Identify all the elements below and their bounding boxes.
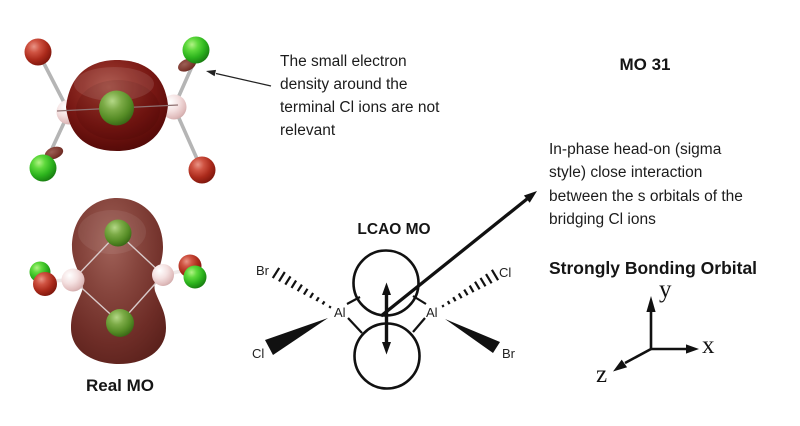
- br-hash-wedge-left: [271, 267, 332, 309]
- lcao-mo-diagram: Al Al Br Cl Cl Br: [252, 249, 516, 390]
- al-label-left: Al: [334, 305, 346, 320]
- mo-number-title: MO 31: [619, 55, 671, 74]
- note-line: terminal Cl ions are not: [280, 99, 440, 116]
- al-orbital-line: [347, 317, 363, 334]
- al-orbital-line: [346, 296, 361, 305]
- axis-y-label: y: [659, 276, 672, 303]
- terminal-cl-atom-top-right: [182, 36, 210, 64]
- br-label-left: Br: [256, 263, 270, 278]
- axis-z-arrowhead: [613, 359, 628, 372]
- terminal-density-arrow: [206, 69, 272, 87]
- axis-x-arrowhead: [686, 344, 699, 354]
- note-line: density around the: [280, 76, 408, 93]
- cl-label-left: Cl: [252, 346, 264, 361]
- cl-hash-wedge-right: [441, 269, 500, 308]
- cl-label-right: Cl: [499, 265, 511, 280]
- al-orbital-line: [412, 295, 427, 305]
- bridging-cl-atom-bottom: [106, 309, 134, 337]
- br-atom-left: [33, 272, 57, 296]
- br-label-right: Br: [502, 346, 516, 361]
- al-orbital-line: [412, 317, 426, 333]
- orbital-isosurface-peanut: [71, 198, 166, 364]
- br-atom-bottom-right: [188, 156, 216, 184]
- axis-x-label: x: [702, 332, 715, 359]
- note-line: bridging Cl ions: [549, 210, 656, 228]
- al-atom-left: [61, 268, 85, 292]
- terminal-density-note: The small electron density around the te…: [280, 50, 439, 142]
- terminal-cl-atom-right: [183, 265, 207, 289]
- note-line: The small electron: [280, 53, 407, 70]
- br-solid-wedge-right: [445, 319, 500, 353]
- note-line: style) close interaction: [549, 164, 703, 182]
- axis-y-arrowhead: [646, 296, 656, 312]
- note-line: relevant: [280, 122, 336, 139]
- lcao-mo-title: LCAO MO: [357, 221, 431, 238]
- orbital-gloss: [74, 67, 154, 101]
- cl-solid-wedge-left: [265, 318, 328, 355]
- bonding-classification-label: Strongly Bonding Orbital: [549, 258, 758, 278]
- al-label-right: Al: [426, 305, 438, 320]
- note-line: In-phase head-on (sigma: [549, 141, 722, 158]
- real-mo-label: Real MO: [85, 376, 155, 395]
- overlap-double-arrow: [382, 282, 391, 355]
- real-mo-side-view: [29, 198, 207, 364]
- al-atom-right: [152, 264, 174, 286]
- bridging-cl-atom-center: [99, 90, 134, 126]
- al-atom-right: [161, 94, 187, 120]
- terminal-cl-atom-bottom-left: [29, 154, 57, 182]
- br-atom-top-left: [24, 38, 52, 66]
- interaction-note: In-phase head-on (sigma style) close int…: [549, 138, 743, 231]
- bridging-cl-atom-top: [104, 219, 132, 247]
- coordinate-axes: y x z: [596, 276, 715, 388]
- axis-z: [624, 347, 652, 365]
- axis-z-label: z: [596, 361, 607, 388]
- interaction-pointer-arrow: [379, 191, 537, 318]
- note-line: between the s orbitals of the: [549, 187, 743, 205]
- real-mo-top-view: [24, 36, 216, 184]
